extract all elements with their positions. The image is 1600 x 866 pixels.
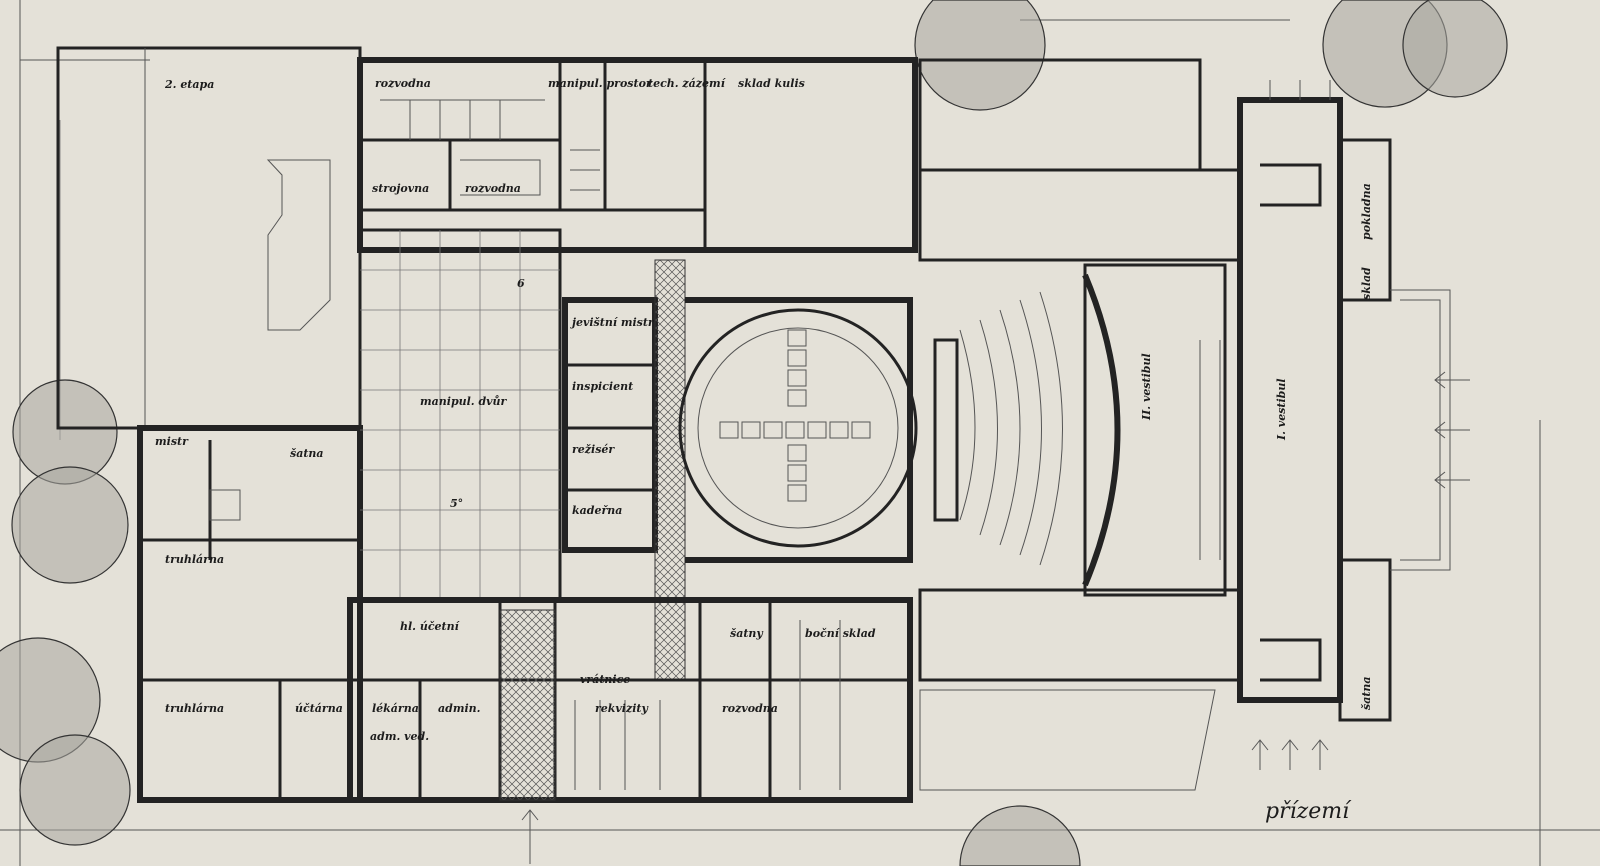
auditorium: [959, 263, 1227, 597]
entrance-block: [918, 58, 1451, 791]
label-admin-ved: adm. ved.: [370, 730, 429, 743]
tree: [19, 734, 131, 846]
label-level-6: 6: [517, 277, 525, 290]
manipulation-yard: [358, 228, 562, 602]
label-mistr: mistr: [155, 435, 189, 448]
drawing-title: přízemí: [1265, 799, 1352, 824]
north-service-block: [357, 57, 918, 253]
tree: [11, 466, 129, 584]
label-pokladna: pokladna: [1360, 183, 1373, 240]
label-manipul-prostor: manipul. prostor: [548, 77, 653, 90]
label-admin: admin.: [438, 702, 481, 715]
label-bocni-sklad: boční sklad: [805, 627, 876, 640]
label-kaderna: kadeřna: [572, 504, 622, 517]
trees: [0, 0, 1508, 866]
label-tech-zazemi: tech. zázemí: [648, 77, 727, 90]
label-sklad-right: sklad: [1360, 267, 1373, 300]
label-strojovna: strojovna: [372, 182, 429, 195]
label-uctarna: účtárna: [295, 702, 343, 715]
label-vestibul-1: I. vestibul: [1275, 378, 1288, 441]
tree: [1402, 0, 1508, 98]
main-stage: [678, 297, 959, 563]
label-level-5: 5°: [450, 497, 463, 510]
room-labels: 2. etapa rozvodna manipul. prostor tech.…: [155, 77, 1373, 824]
workshop-wing: [137, 425, 363, 803]
second-stage-wing: [56, 46, 362, 430]
dressing-rooms: [562, 259, 686, 681]
label-rozvodna-mid: rozvodna: [465, 182, 521, 195]
label-manipul-dvur: manipul. dvůr: [420, 395, 508, 408]
label-vestibul-2: II. vestibul: [1140, 353, 1153, 421]
label-vratnice: vrátnice: [580, 673, 630, 686]
label-hl-ucetni: hl. účetní: [400, 620, 461, 633]
label-truhlarna-mid: truhlárna: [165, 553, 224, 566]
tree: [959, 805, 1081, 866]
entrance-arrows: [521, 80, 1470, 864]
label-satna: šatna: [290, 447, 324, 460]
label-satny: šatny: [730, 627, 764, 640]
label-satna-right: šatna: [1360, 676, 1373, 710]
label-rekvizity: rekvizity: [595, 702, 649, 715]
label-rozvodna-low: rozvodna: [722, 702, 778, 715]
label-inspicient: inspicient: [572, 380, 633, 393]
label-2-etapa: 2. etapa: [164, 78, 214, 91]
south-service-block: [347, 597, 913, 803]
label-jevistni-mistr: jevištní mistr: [570, 316, 655, 329]
label-reziser: režisér: [572, 443, 615, 456]
label-rozvodna-top: rozvodna: [375, 77, 431, 90]
label-truhlarna-low: truhlárna: [165, 702, 224, 715]
label-lekarna: lékárna: [372, 702, 419, 715]
label-sklad-kulis: sklad kulis: [738, 77, 805, 90]
tree: [914, 0, 1046, 111]
